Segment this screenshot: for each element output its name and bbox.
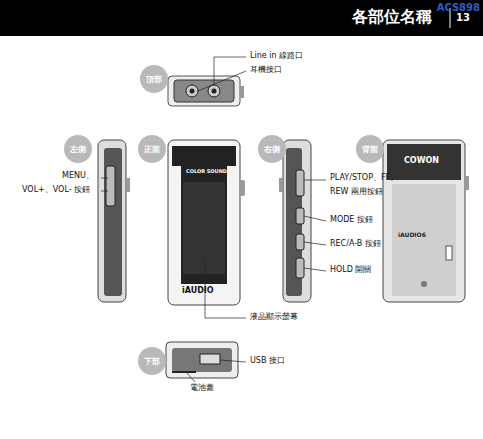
view-badge: 頂部 (140, 65, 168, 93)
right-side-view (279, 140, 311, 302)
front-view (168, 140, 245, 305)
part-label: USB 接口 (250, 357, 285, 366)
part-label: MENU、 (62, 172, 94, 181)
part-label: PLAY/STOP、FF、 (330, 174, 398, 183)
top-view (168, 76, 244, 106)
watermark: ACS898 (437, 2, 480, 13)
part-label: MODE 按鈕 (330, 216, 373, 225)
part-label: REC/A-B 按鈕 (330, 240, 381, 249)
device-print: iAUDIO (182, 287, 214, 296)
badge-text: 正面 (144, 144, 160, 155)
view-badge: 正面 (138, 135, 166, 163)
header-bar (0, 0, 483, 36)
bottom-view (166, 342, 238, 378)
page-number: 13 (456, 12, 470, 23)
device-print: iAUDIO6 (398, 232, 426, 239)
leader-lines (101, 57, 326, 382)
part-label: HOLD 開關 (330, 266, 371, 275)
view-badge: 右側 (258, 135, 286, 163)
part-label: 電池蓋 (190, 384, 214, 393)
part-label: 耳機接口 (250, 66, 282, 75)
view-badge: 背面 (356, 135, 384, 163)
badge-text: 右側 (264, 144, 280, 155)
device-print: COLOR SOUND (186, 169, 227, 175)
part-label: VOL+、VOL- 按鈕 (22, 186, 90, 195)
badge-text: 背面 (362, 144, 378, 155)
view-badge: 左側 (64, 135, 92, 163)
device-print: COWON (404, 157, 439, 166)
left-side-view (98, 140, 130, 302)
badge-text: 左側 (70, 144, 86, 155)
part-label: Line in 線路口 (250, 52, 303, 61)
part-label: REW 兩用按鈕 (330, 188, 383, 197)
view-badge: 下部 (138, 347, 166, 375)
page-title: 各部位名稱 (352, 8, 432, 26)
badge-text: 頂部 (146, 74, 162, 85)
back-view (383, 140, 469, 302)
part-label: 液晶顯示螢幕 (250, 313, 298, 322)
badge-text: 下部 (144, 356, 160, 367)
